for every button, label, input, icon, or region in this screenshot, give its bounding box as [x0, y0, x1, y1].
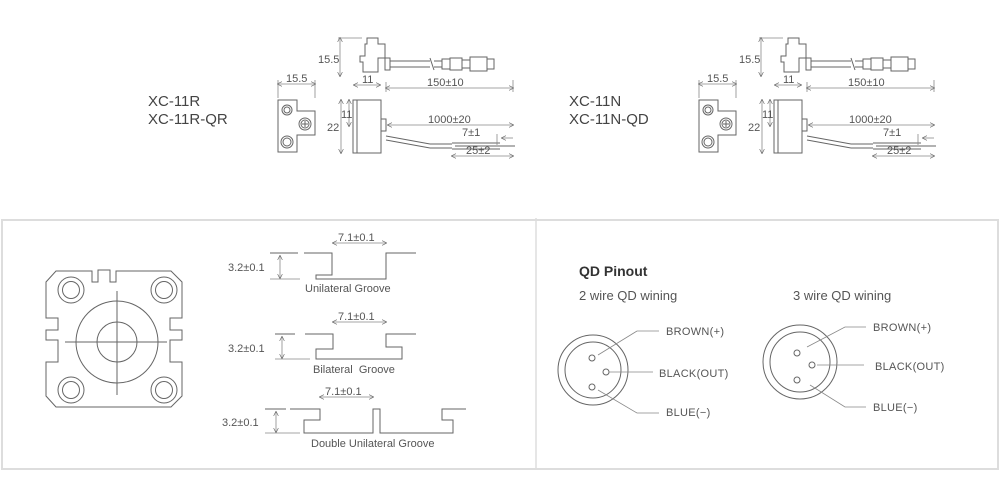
groove-bilateral: 3.2±0.1 7.1±0.1 Bilateral Groove	[228, 311, 416, 376]
dim-width: 15.5	[707, 73, 728, 85]
pin-label-blue: BLUE(−)	[666, 407, 711, 419]
dim-qd-cable: 150±10	[848, 77, 885, 89]
dim-half-height: 11	[341, 109, 352, 121]
dim-total-height: 22	[748, 122, 760, 134]
model-name: XC-11N-QD	[569, 111, 649, 128]
dim-lead: 25±2	[466, 145, 490, 157]
groove-width: 7.1±0.1	[325, 386, 362, 398]
pin-black	[808, 361, 816, 369]
groove-depth: 3.2±0.1	[228, 343, 265, 355]
dim-width: 15.5	[286, 73, 307, 85]
pin-label-blue: BLUE(−)	[873, 402, 918, 414]
bottom-panel-frame	[1, 219, 999, 470]
two-wire-connector: BROWN(+) BLACK(OUT) BLUE(−)	[557, 326, 729, 419]
groove-caption: Unilateral Groove	[305, 283, 391, 295]
cylinder-cross-section	[45, 269, 183, 408]
groove-width: 7.1±0.1	[338, 311, 375, 323]
pin-label-black: BLACK(OUT)	[875, 361, 945, 373]
dim-strip: 7±1	[462, 127, 480, 139]
groove-caption: Double Unilateral Groove	[311, 438, 435, 450]
qd-pinout: QD Pinout 2 wire QD wining 3 wire QD win…	[557, 263, 945, 419]
pin-blue	[793, 376, 801, 384]
model-name: XC-11N	[569, 93, 621, 110]
side-view-cable: 22 11 1000±20 7±1 25±2	[748, 100, 936, 157]
dim-length: 11	[362, 74, 373, 86]
pin-brown	[793, 349, 801, 357]
two-wire-label: 2 wire QD wining	[579, 288, 677, 303]
side-view-qd: 15.5 11 150±10	[739, 38, 934, 92]
product-right: XC-11N XC-11N-QD 15.5 15.5 11	[569, 38, 936, 157]
model-name: XC-11R-QR	[148, 111, 228, 128]
dim-lead: 25±2	[887, 145, 911, 157]
groove-caption: Bilateral Groove	[313, 364, 395, 376]
pin-label-brown: BROWN(+)	[873, 322, 931, 334]
side-view-cable: 22 11 1000±20 7±1 25±2	[327, 100, 515, 157]
product-left: XC-11R XC-11R-QR 15.5 15.5 11	[148, 38, 515, 157]
groove-depth: 3.2±0.1	[222, 417, 259, 429]
pinout-title: QD Pinout	[579, 263, 648, 279]
dim-qd-cable: 150±10	[427, 77, 464, 89]
dim-total-height: 22	[327, 122, 339, 134]
groove-double-unilateral: 3.2±0.1 7.1±0.1 Double Unilateral Groove	[222, 386, 466, 450]
dim-cable: 1000±20	[849, 114, 892, 126]
front-view: 15.5	[699, 73, 736, 153]
dim-length: 11	[783, 74, 794, 86]
pin-label-brown: BROWN(+)	[666, 326, 724, 338]
dim-height: 15.5	[739, 54, 760, 66]
dim-strip: 7±1	[883, 127, 901, 139]
dim-cable: 1000±20	[428, 114, 471, 126]
pin-black	[602, 368, 610, 376]
front-view: 15.5	[278, 73, 315, 153]
pin-brown	[588, 354, 596, 362]
dim-height: 15.5	[318, 54, 339, 66]
three-wire-connector: BROWN(+) BLACK(OUT) BLUE(−)	[762, 322, 945, 414]
groove-unilateral: 3.2±0.1 7.1±0.1 Unilateral Groove	[228, 232, 416, 295]
side-view-qd: 15.5 11 150±10	[318, 38, 513, 92]
pin-blue	[588, 383, 596, 391]
groove-width: 7.1±0.1	[338, 232, 375, 244]
three-wire-label: 3 wire QD wining	[793, 288, 891, 303]
dim-half-height: 11	[762, 109, 773, 121]
model-name: XC-11R	[148, 93, 200, 110]
groove-depth: 3.2±0.1	[228, 262, 265, 274]
pin-label-black: BLACK(OUT)	[659, 368, 729, 380]
